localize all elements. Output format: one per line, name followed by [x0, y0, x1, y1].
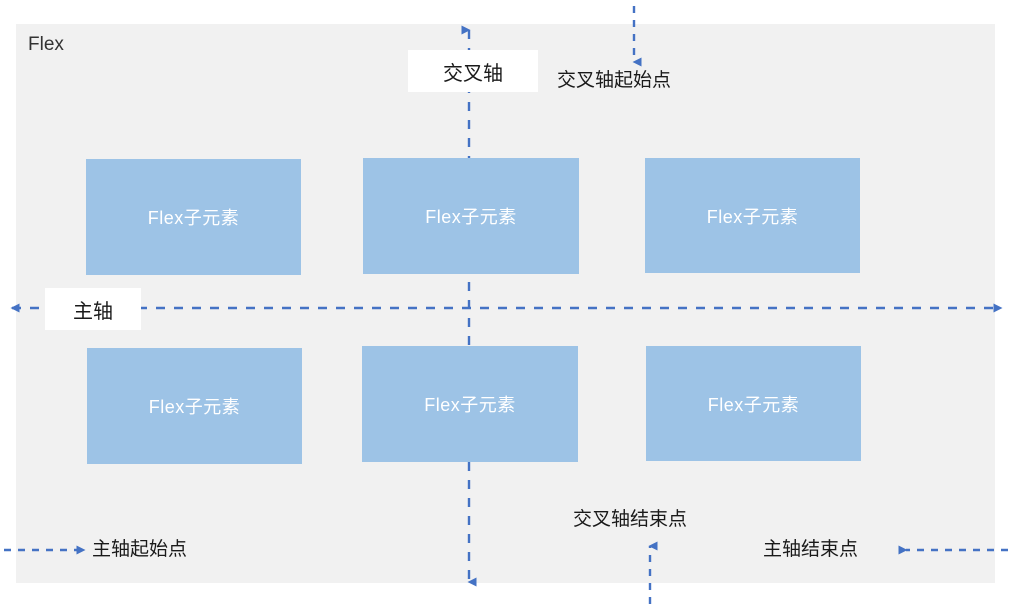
flex-item-label: Flex子元素: [707, 394, 800, 415]
cross-axis-chip: 交叉轴: [408, 50, 538, 92]
cross-axis-chip-label: 交叉轴: [443, 62, 503, 85]
flex-item[interactable]: Flex子元素: [86, 159, 301, 275]
cross-axis-start-label: 交叉轴起始点: [557, 70, 672, 91]
main-axis-start-label: 主轴起始点: [92, 539, 188, 560]
flex-item-label: Flex子元素: [147, 208, 240, 228]
flex-item[interactable]: Flex子元素: [363, 158, 579, 274]
flex-item-label: Flex子元素: [706, 206, 799, 227]
flex-item-label: Flex子元素: [424, 395, 516, 415]
flex-item[interactable]: Flex子元素: [362, 346, 578, 462]
flex-container: [16, 24, 995, 583]
flex-item[interactable]: Flex子元素: [646, 346, 861, 461]
main-axis-chip-label: 主轴: [73, 300, 113, 323]
flex-item-label: Flex子元素: [425, 207, 517, 227]
flex-item[interactable]: Flex子元素: [87, 348, 302, 464]
flex-item[interactable]: Flex子元素: [645, 158, 860, 273]
main-axis-chip: 主轴: [45, 288, 141, 330]
flex-item-label: Flex子元素: [148, 397, 241, 417]
main-axis-end-label: 主轴结束点: [763, 539, 859, 560]
cross-axis-end-label: 交叉轴结束点: [573, 509, 688, 530]
container-title: Flex: [28, 34, 64, 55]
